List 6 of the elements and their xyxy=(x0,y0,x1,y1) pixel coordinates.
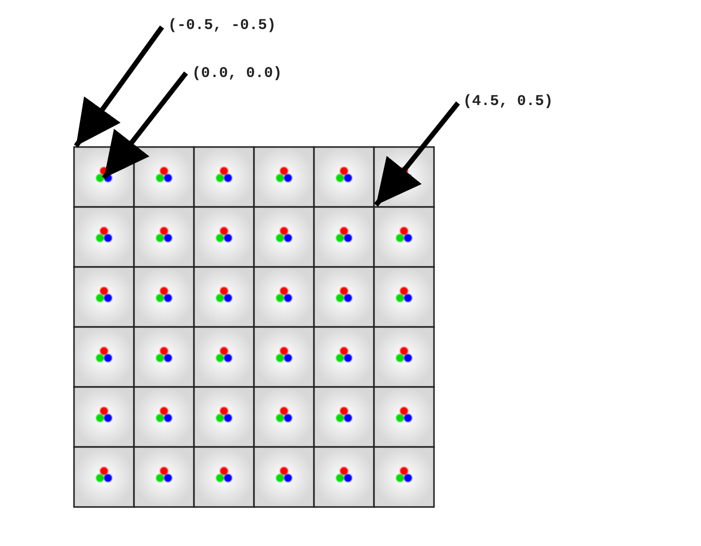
arrow xyxy=(374,101,460,207)
coordinate-label: (0.0, 0.0) xyxy=(192,65,282,83)
arrow xyxy=(102,71,188,180)
coordinate-label: (4.5, 0.5) xyxy=(463,93,554,111)
arrow xyxy=(74,26,164,148)
coordinate-label: (-0.5, -0.5) xyxy=(168,17,276,35)
